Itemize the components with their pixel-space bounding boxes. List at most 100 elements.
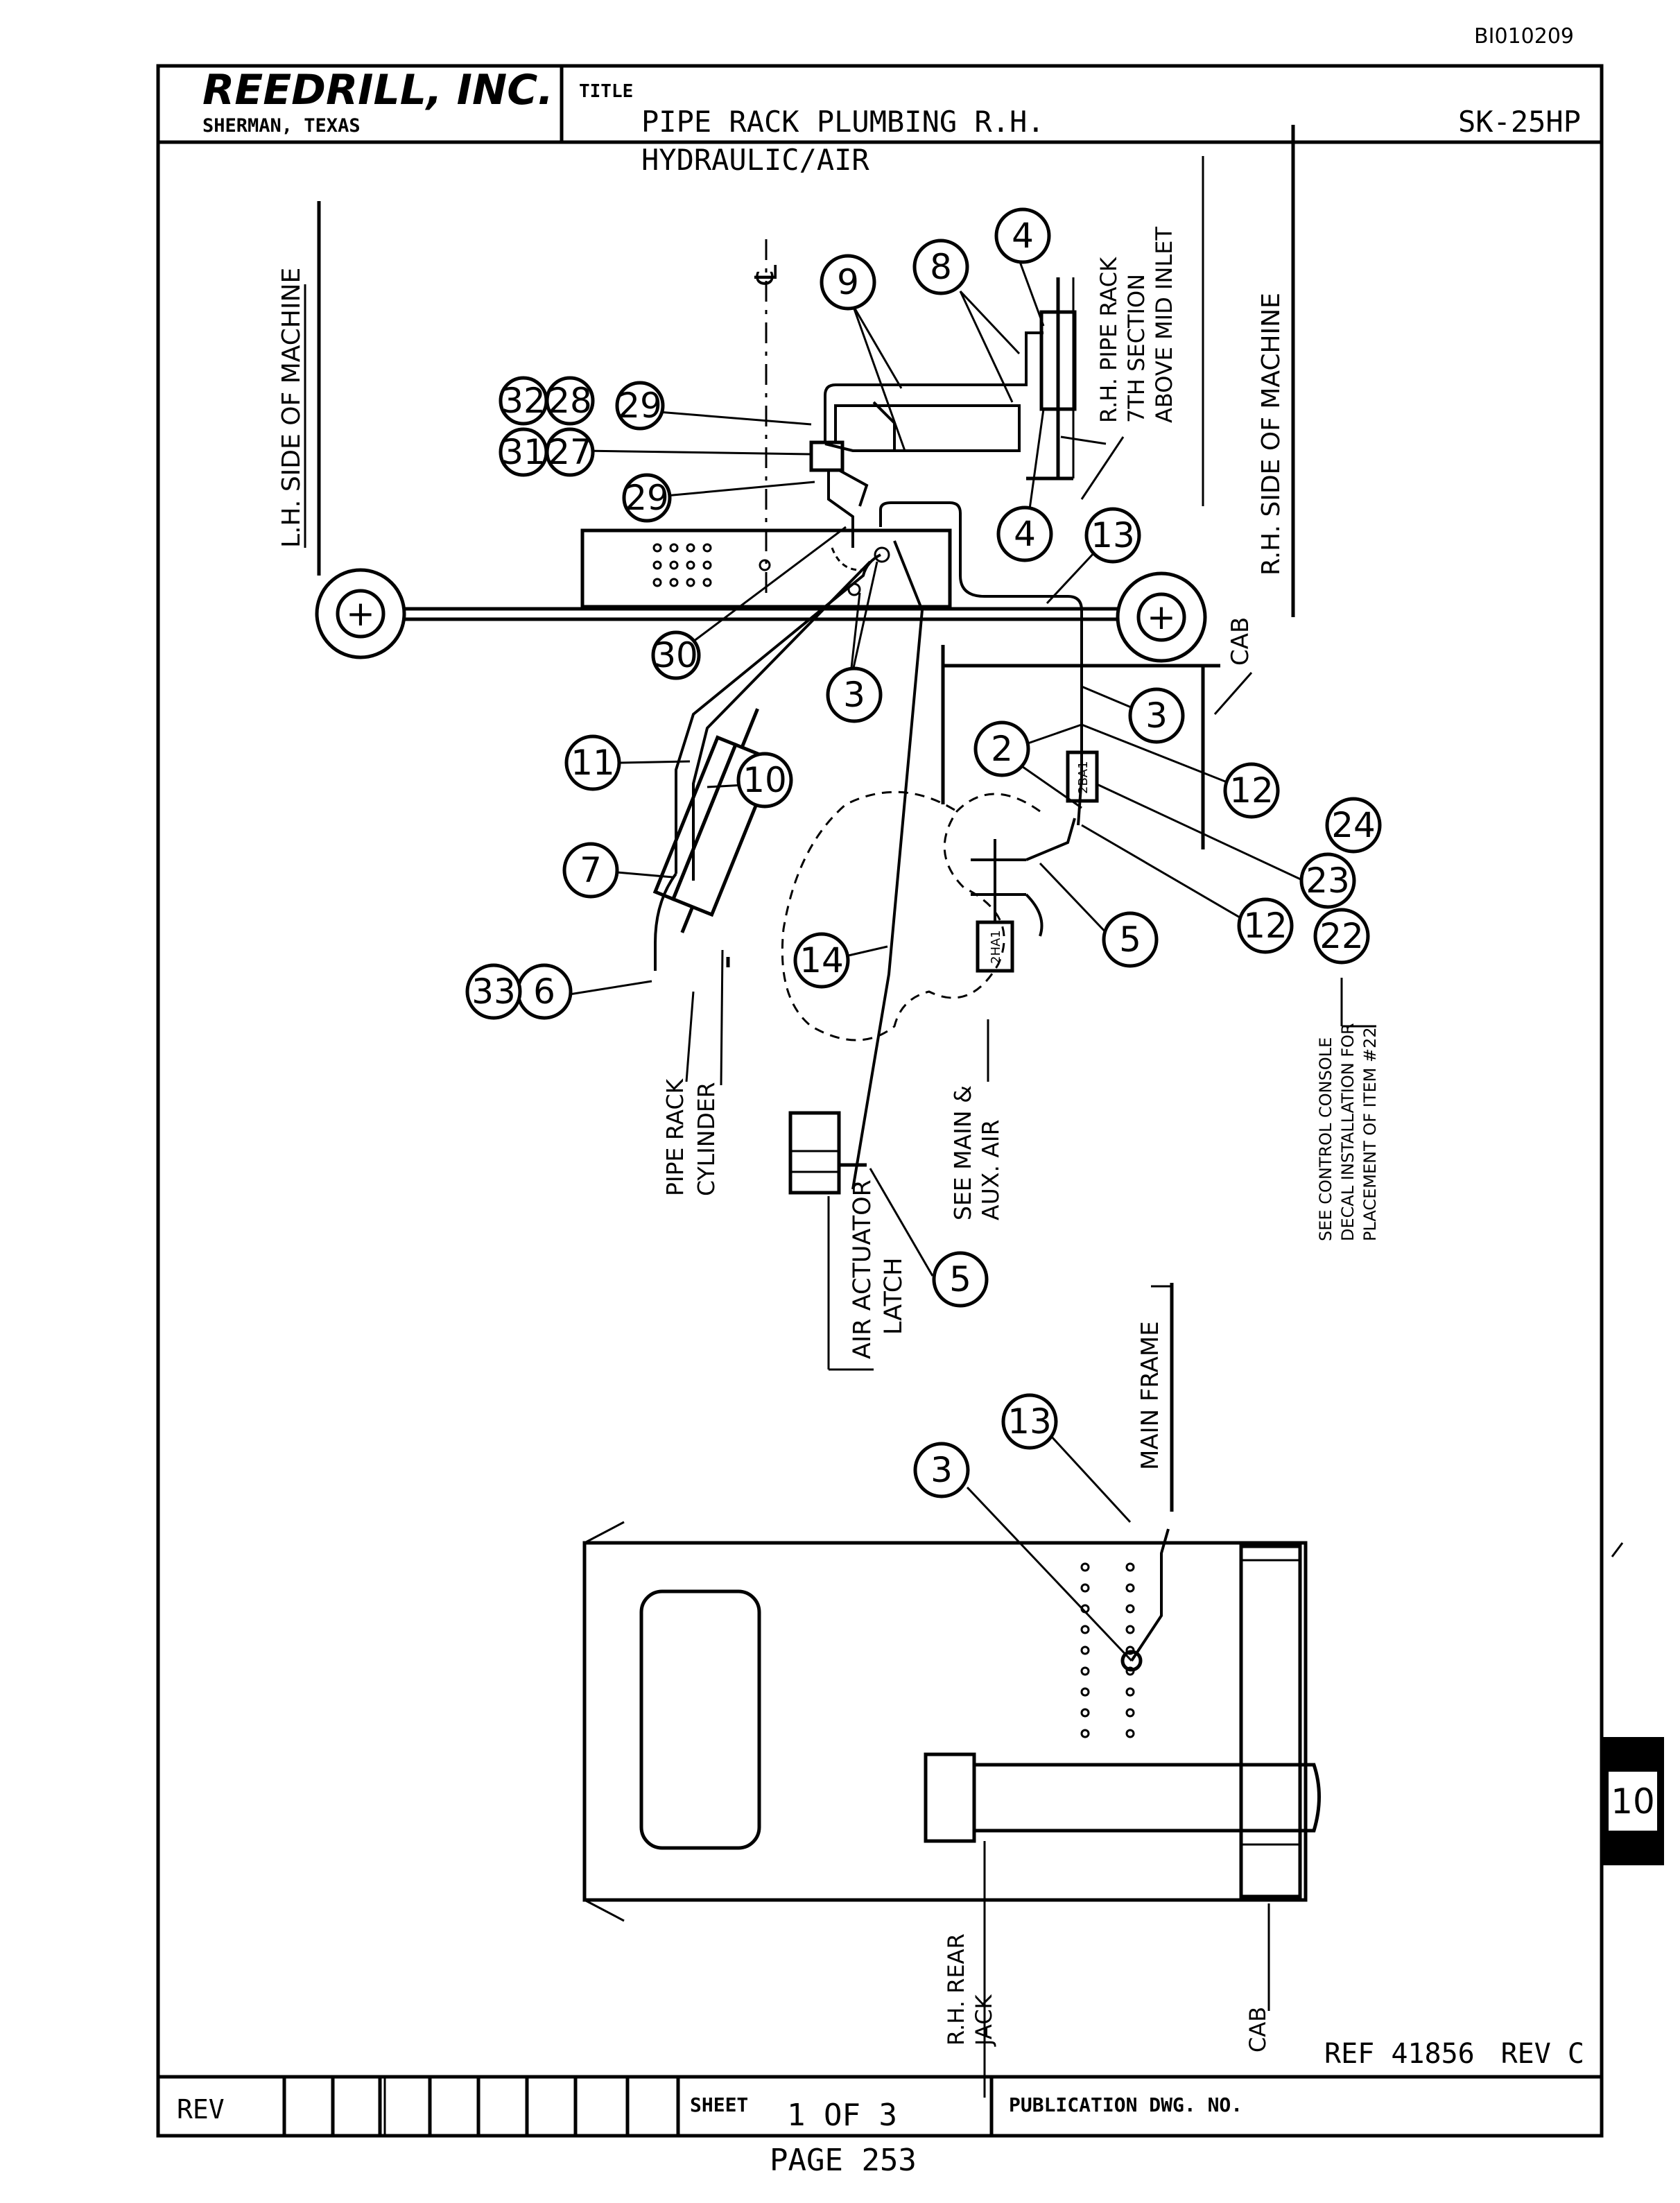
callout-29-bottom: 29 (622, 473, 672, 523)
leader-8a (959, 290, 1021, 355)
drawing-title: PIPE RACK PLUMBING R.H. (641, 105, 1045, 139)
callout-4-bottom: 4 (996, 506, 1053, 562)
callout-28: 28 (545, 376, 595, 426)
page-number: PAGE 253 (770, 2143, 917, 2178)
svg-text:10: 10 (743, 760, 787, 800)
callout-12-top: 12 (1223, 762, 1280, 819)
callout-14: 14 (793, 932, 850, 989)
svg-text:3: 3 (930, 1450, 953, 1490)
pipe-rack-label: PIPE RACK (661, 1078, 689, 1196)
callout-3-right: 3 (1128, 687, 1185, 744)
window-panel (639, 1589, 761, 1850)
svg-text:28: 28 (548, 381, 592, 421)
console-note-line1: SEE CONTROL CONSOLE (1316, 1037, 1335, 1241)
callout-11: 11 (564, 734, 621, 791)
svg-text:7: 7 (580, 850, 602, 890)
jack-label: JACK (971, 1994, 997, 2047)
tee-block (809, 440, 845, 472)
leader-5a (1039, 862, 1111, 938)
bulkhead-fitting-2 (847, 582, 861, 596)
hose-to-valve-2ba1 (879, 501, 1083, 826)
console-note-line3: PLACEMENT OF ITEM #22 (1360, 1027, 1380, 1241)
hose-6-fitting (654, 872, 677, 971)
leader-14 (842, 945, 888, 958)
callout-5-lower: 5 (932, 1251, 989, 1308)
air-actuator-label: AIR ACTUATOR (849, 1180, 876, 1359)
leader-27 (582, 449, 812, 456)
leader-11 (620, 760, 691, 764)
rh-pipe-rack-label: R.H. PIPE RACK (1096, 257, 1122, 423)
svg-text:13: 13 (1091, 515, 1135, 555)
leader-13a (1046, 550, 1097, 605)
hose-10-to-cylinder (692, 560, 872, 881)
see-main-label: SEE MAIN & (949, 1085, 976, 1220)
centerline-symbol: ℄ (749, 264, 784, 285)
lh-side-label: L.H. SIDE OF MACHINE (277, 268, 306, 548)
lower-diagram: MAIN FRAME R.H. REAR JACK CAB (582, 1283, 1321, 2098)
callout-23: 23 (1299, 852, 1356, 909)
drawing-number: SK-25HP (1458, 105, 1581, 139)
lh-wheel-inner (336, 589, 386, 639)
publication-label: PUBLICATION DWG. NO. (1009, 2093, 1242, 2116)
svg-text:4: 4 (1014, 514, 1036, 554)
callout-6: 6 (516, 963, 573, 1020)
svg-text:2: 2 (991, 729, 1013, 769)
svg-text:22: 22 (1319, 916, 1364, 956)
hose-block-down-2 (838, 469, 869, 507)
aux-air-branch (1025, 818, 1076, 861)
svg-text:12: 12 (1229, 770, 1274, 811)
sheet-border (156, 64, 1604, 2138)
callout-29-top: 29 (615, 381, 665, 431)
rear-jack-arm (974, 1763, 1321, 1833)
hidden-line (831, 547, 871, 571)
svg-text:5: 5 (949, 1259, 971, 1299)
callout-31: 31 (499, 427, 548, 477)
rev-label: REV (177, 2094, 225, 2125)
svg-text:31: 31 (501, 432, 546, 472)
pipe-rack-leader (685, 991, 695, 1082)
cylinder-leader (720, 949, 724, 1086)
callout-5-right: 5 (1102, 911, 1159, 968)
leader-6 (564, 980, 652, 996)
company-name: REEDRILL, INC. (202, 66, 553, 114)
leader-3d (966, 1486, 1133, 1662)
callout-3-upper: 3 (826, 666, 883, 723)
hose-block-link (824, 442, 908, 452)
document-id: BI010209 (1474, 24, 1574, 49)
rh-rear-label: R.H. REAR (943, 1933, 969, 2046)
revision-boxes (282, 2077, 680, 2136)
valve-2ba1-tag: 2BA1 (1076, 761, 1091, 794)
console-note-line2: DECAL INSTALLATION FOR (1338, 1023, 1358, 1241)
sheet-value: 1 OF 3 (787, 2098, 897, 2133)
svg-text:14: 14 (799, 940, 844, 980)
svg-text:8: 8 (930, 247, 952, 287)
svg-text:30: 30 (654, 635, 698, 675)
upper-diagram: L.H. SIDE OF MACHINE R.H. SIDE OF MACHIN… (277, 125, 1380, 1371)
svg-text:12: 12 (1243, 906, 1288, 946)
pipe-rack-cylinder (652, 708, 777, 933)
callout-13-lower: 13 (1001, 1393, 1058, 1450)
leader-5b (869, 1168, 934, 1277)
svg-text:13: 13 (1007, 1401, 1052, 1442)
leader-13b (1049, 1434, 1132, 1523)
main-aux-air-outline (781, 791, 1041, 1042)
rh-pipe-rack-leader (1060, 435, 1107, 445)
svg-text:29: 29 (618, 386, 662, 426)
control-console (580, 528, 952, 609)
callout-27: 27 (545, 427, 595, 477)
margin-mark (1611, 1542, 1624, 1557)
valve-2ha1-tag: 2HA1 (989, 930, 1003, 964)
callout-10: 10 (736, 752, 793, 809)
leader-9b (851, 304, 906, 451)
callout-2: 2 (973, 720, 1030, 777)
revision-c: REV C (1501, 2038, 1584, 2070)
svg-text:27: 27 (548, 432, 592, 472)
machine-body (582, 1541, 1308, 1902)
main-frame-label: MAIN FRAME (1136, 1321, 1164, 1470)
hose-11-to-cylinder (675, 553, 881, 874)
leader-7 (616, 871, 673, 879)
rh-pipe-rack-leader-2 (1080, 436, 1125, 500)
drawing-subtitle: HYDRAULIC/AIR (641, 143, 869, 177)
leader-23 (1095, 782, 1304, 882)
callout-3-lower: 3 (913, 1442, 970, 1498)
